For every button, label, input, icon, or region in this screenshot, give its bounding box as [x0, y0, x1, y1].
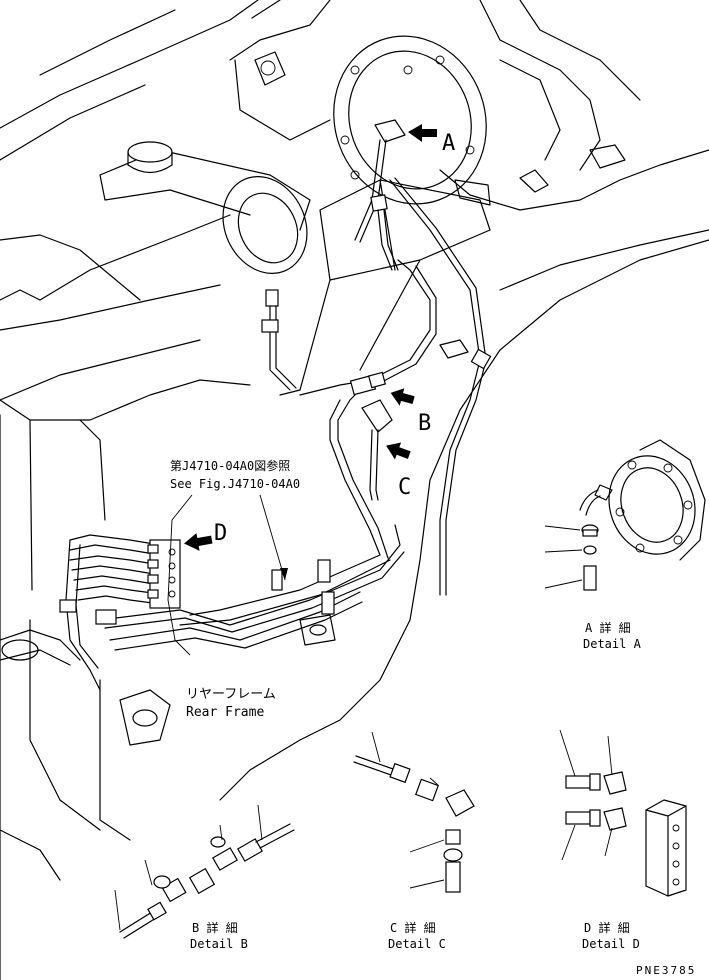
callout-arrow-c: C — [386, 442, 411, 500]
detail-b-label-en: Detail B — [190, 937, 248, 951]
detail-a-label-jp: A 詳 細 — [585, 620, 631, 635]
callout-arrow-a: A — [408, 124, 455, 156]
detail-c: C 詳 細 Detail C — [353, 731, 475, 951]
callout-letter-a: A — [442, 131, 455, 156]
detail-d: D 詳 細 Detail D — [559, 729, 687, 951]
drawing-code: PNE3785 — [636, 964, 696, 977]
reference-note: 第J4710-04A0図参照 See Fig.J4710-04A0 — [167, 458, 300, 656]
reference-note-en: See Fig.J4710-04A0 — [170, 477, 300, 491]
detail-c-label-jp: C 詳 細 — [390, 920, 436, 935]
callout-letter-c: C — [398, 475, 411, 500]
callout-arrow-d: D — [184, 521, 227, 551]
callout-letter-b: B — [418, 411, 431, 436]
callout-letter-d: D — [214, 521, 227, 546]
rear-frame-label-en: Rear Frame — [186, 705, 264, 720]
detail-b-label-jp: B 詳 細 — [192, 920, 238, 935]
reference-note-jp: 第J4710-04A0図参照 — [170, 458, 290, 473]
callout-arrow-b: B — [390, 388, 431, 436]
detail-a-label-en: Detail A — [583, 637, 642, 651]
detail-a: A 詳 細 Detail A — [544, 439, 706, 651]
rear-frame-label: リヤーフレーム Rear Frame — [186, 687, 276, 720]
detail-d-label-en: Detail D — [582, 937, 640, 951]
detail-c-label-en: Detail C — [388, 937, 446, 951]
detail-d-label-jp: D 詳 細 — [584, 920, 630, 935]
rear-frame-label-jp: リヤーフレーム — [186, 687, 276, 702]
detail-b: B 詳 細 Detail B — [114, 804, 295, 951]
